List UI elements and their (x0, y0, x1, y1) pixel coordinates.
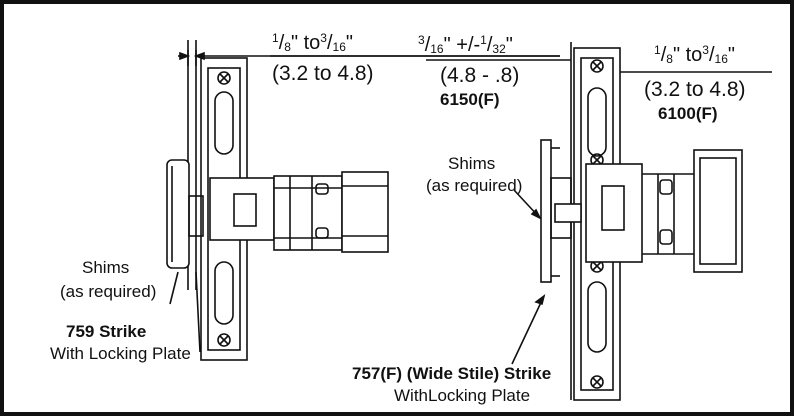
left-lock-body (209, 171, 389, 253)
right-gap-metric: (3.2 to 4.8) (644, 78, 746, 101)
right-shims-label-line1: Shims (448, 154, 496, 173)
left-shims-leader (169, 271, 179, 305)
left-strike-subtitle: With Locking Plate (50, 344, 191, 363)
left-gap-metric: (3.2 to 4.8) (272, 62, 374, 85)
right-gap-dimension: 1/8" to3/16" (654, 43, 735, 66)
left-shims-label-line2: (as required) (60, 282, 157, 301)
middle-model-6150: 6150(F) (440, 90, 500, 109)
left-strike (166, 159, 204, 269)
left-gap-dimension: 1/8" to3/16" (272, 31, 353, 54)
middle-gap-metric: (4.8 - .8) (440, 64, 520, 87)
right-strike-leader (511, 295, 545, 365)
middle-gap-dimension: 3/16" +/-1/32" (418, 33, 513, 56)
right-strike-subtitle: WithLocking Plate (394, 386, 531, 405)
left-strike-name: 759 Strike (66, 322, 147, 341)
left-shims-label-line1: Shims (82, 258, 130, 277)
left-strike-leader (195, 271, 201, 353)
left-dimension-lines (178, 40, 560, 66)
right-shims-label-line2: (as required) (426, 176, 523, 195)
right-strike-plate (540, 139, 582, 283)
right-lock-body (585, 149, 743, 273)
right-strike-name: 757(F) (Wide Stile) Strike (352, 364, 552, 383)
right-dimension-lines (426, 59, 772, 73)
right-model-6100: 6100(F) (658, 104, 718, 123)
